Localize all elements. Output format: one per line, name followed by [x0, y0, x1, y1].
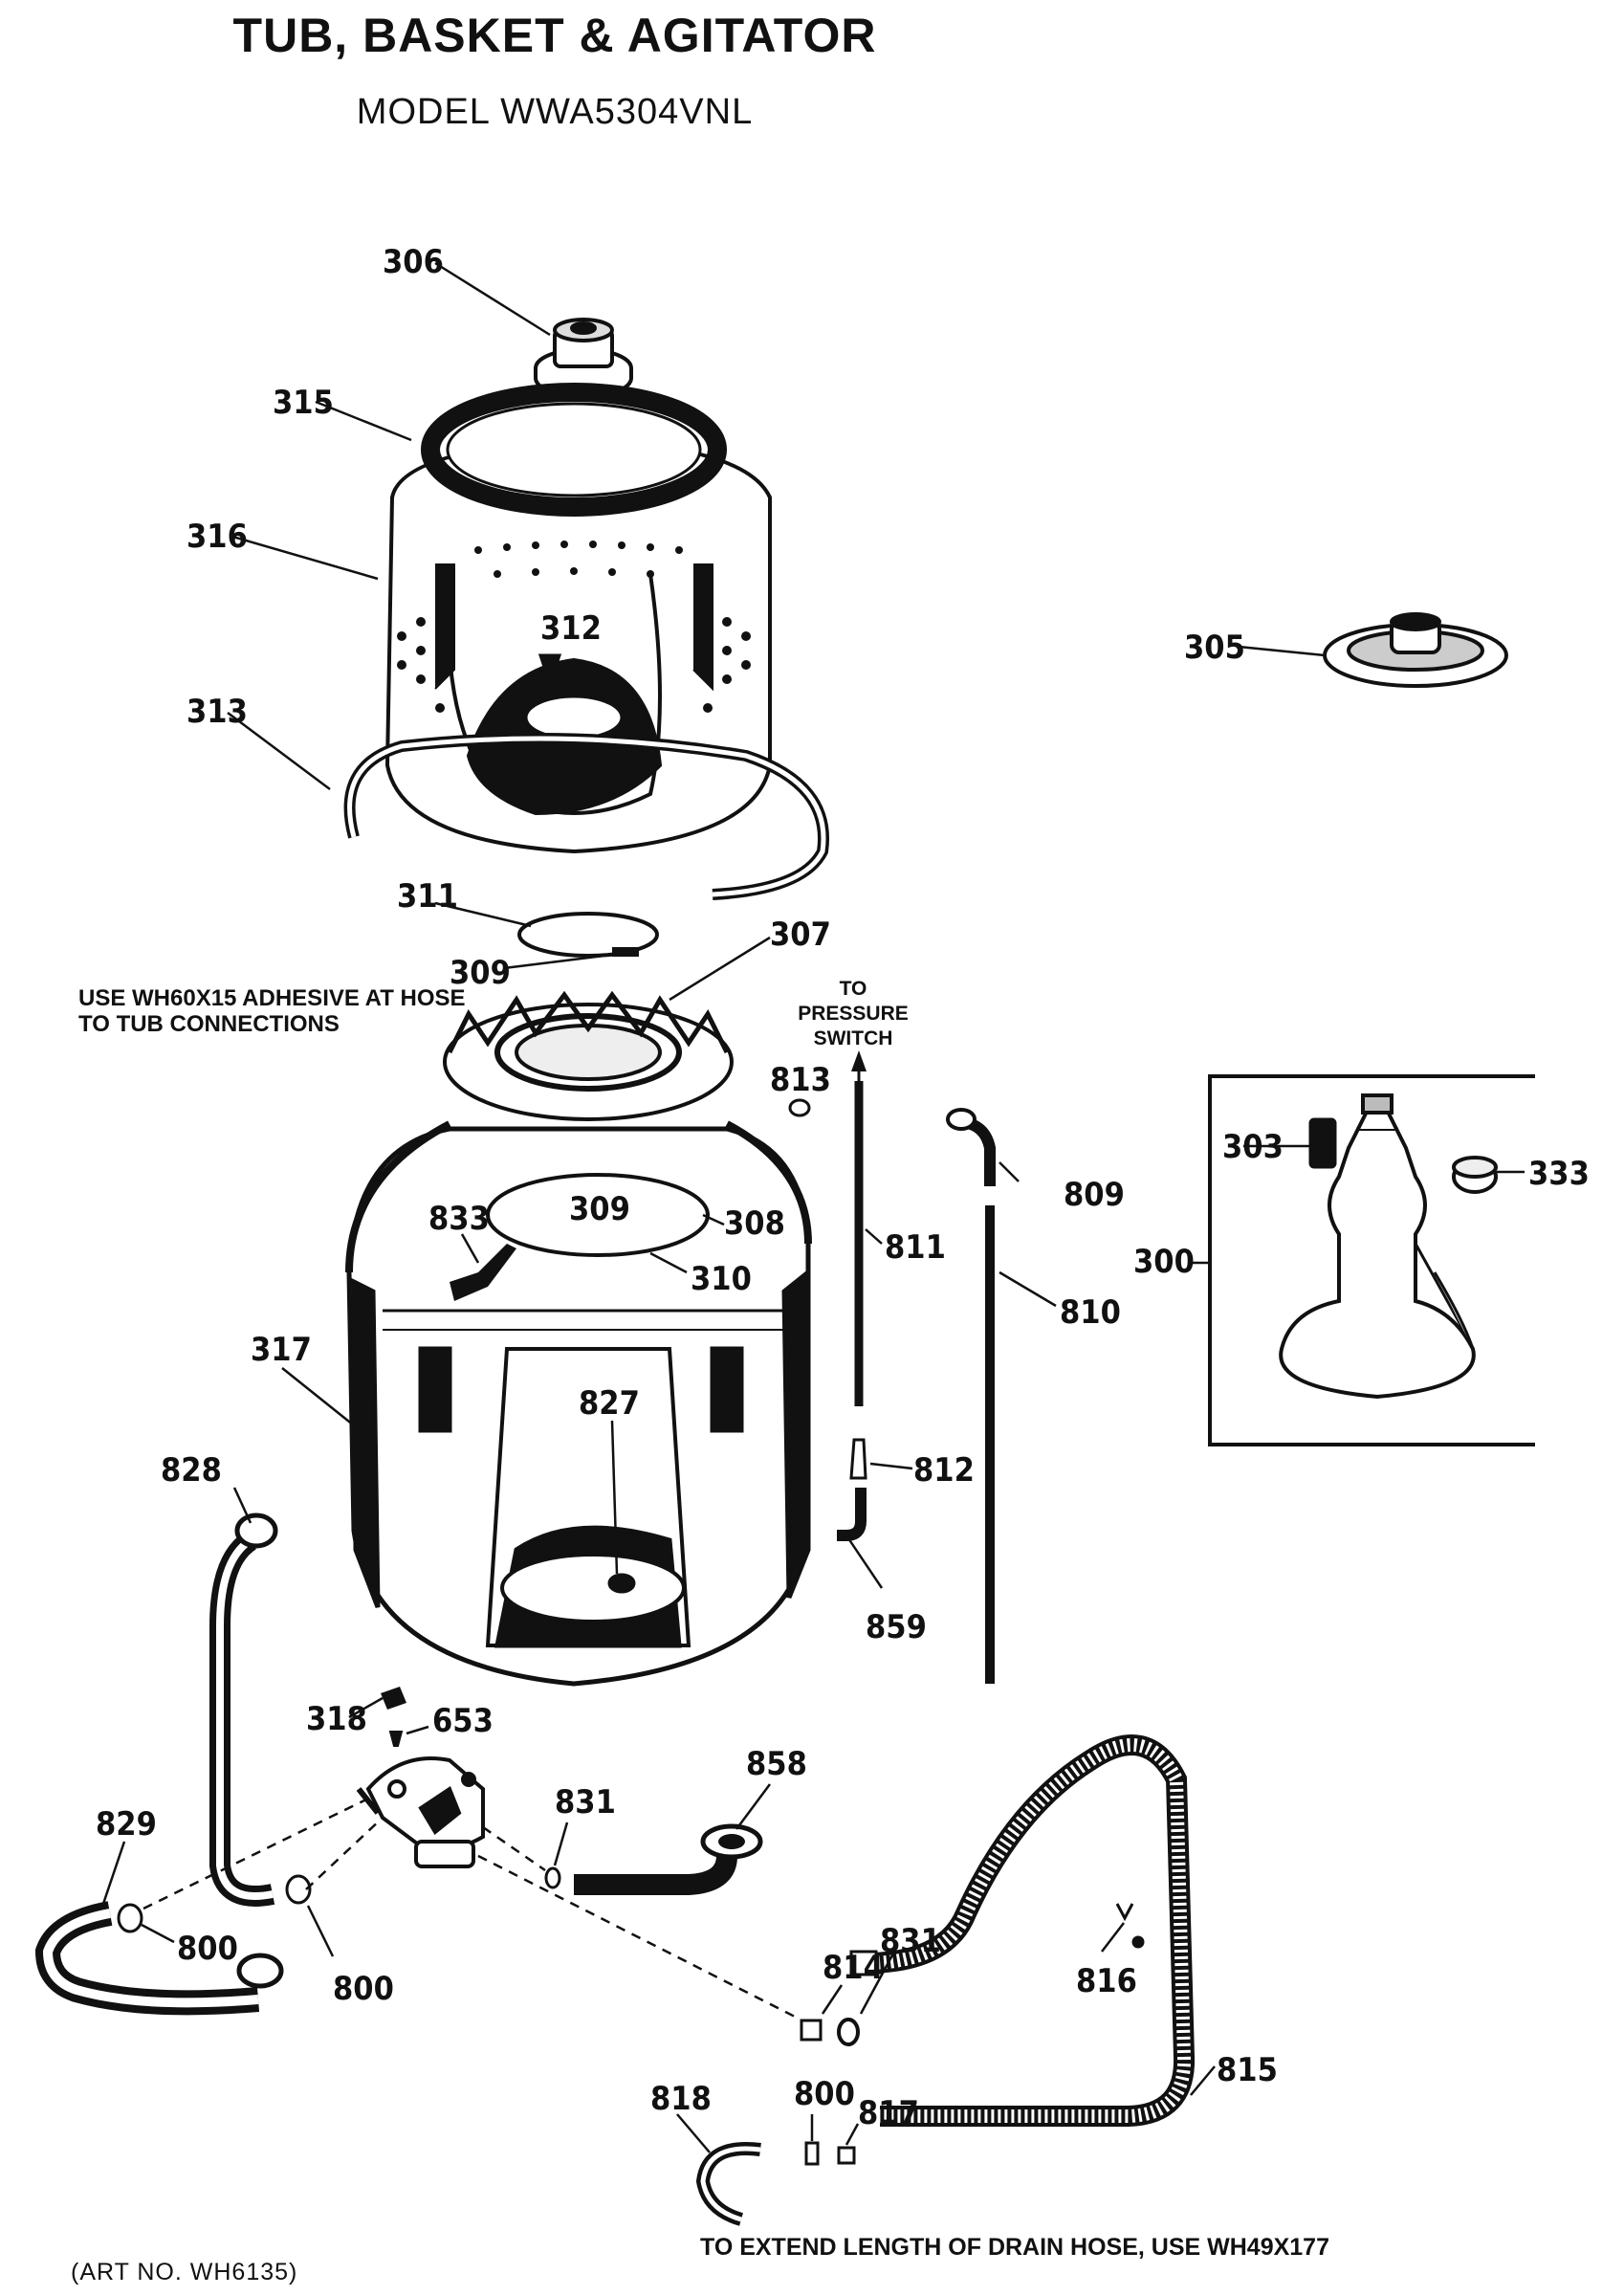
basket-perforations — [397, 541, 751, 713]
callout-828: 828 — [161, 1451, 222, 1490]
callout-318: 318 — [306, 1700, 367, 1738]
assembly-guide-lines — [143, 1797, 800, 2020]
clamp-800b — [285, 1874, 312, 1905]
page-title: TUB, BASKET & AGITATOR — [232, 9, 877, 62]
pressure-note-line1: TO — [840, 978, 867, 1000]
cap-800c — [804, 2141, 820, 2166]
callout-303: 303 — [1222, 1128, 1284, 1166]
callout-817: 817 — [858, 2094, 919, 2132]
model-number: MODEL WWA5304VNL — [356, 92, 754, 132]
agitator — [1279, 1093, 1476, 1400]
callout-300: 300 — [1133, 1243, 1195, 1281]
callout-829: 829 — [96, 1805, 157, 1843]
callout-316: 316 — [187, 518, 248, 556]
callout-833: 833 — [428, 1200, 490, 1238]
callout-858: 858 — [746, 1745, 807, 1783]
callout-800-mid: 800 — [333, 1970, 394, 2008]
callout-811: 811 — [885, 1228, 946, 1267]
callout-653: 653 — [432, 1702, 494, 1740]
callout-816: 816 — [1076, 1962, 1137, 2000]
callout-813: 813 — [770, 1061, 831, 1099]
pressure-note-line2: PRESSURE — [798, 1003, 909, 1025]
clamp-831a — [544, 1866, 561, 1889]
cap-333 — [1452, 1156, 1498, 1194]
callout-307: 307 — [770, 916, 831, 954]
callout-815: 815 — [1217, 2051, 1278, 2089]
plug-813 — [788, 1098, 811, 1117]
screw-653 — [388, 1731, 404, 1747]
clamp-screw-309 — [612, 947, 639, 957]
art-number: (ART NO. WH6135) — [71, 2259, 298, 2285]
drain-pump — [356, 1756, 485, 1868]
softener-dispenser-305 — [1323, 612, 1508, 688]
callout-800-left: 800 — [177, 1930, 238, 1968]
callout-814: 814 — [823, 1949, 884, 1987]
elbow-859 — [837, 1488, 867, 1541]
callout-831-drain: 831 — [880, 1922, 941, 1960]
clip-816 — [1115, 1903, 1145, 1949]
leader-lines — [101, 261, 1525, 2153]
drain-extension-note: TO EXTEND LENGTH OF DRAIN HOSE, USE WH49… — [700, 2234, 1329, 2261]
callout-831-pump: 831 — [555, 1783, 616, 1821]
callout-labels: 306 315 316 312 313 305 311 309 307 813 … — [96, 243, 1590, 2132]
adhesive-note: USE WH60X15 ADHESIVE AT HOSE TO TUB CONN… — [78, 985, 466, 1037]
callout-859: 859 — [866, 1608, 927, 1646]
callout-809: 809 — [1064, 1176, 1125, 1214]
hose-858 — [574, 1846, 737, 1895]
fitting-817 — [837, 2146, 856, 2165]
drain-827 — [610, 1576, 633, 1591]
outer-tub-317 — [345, 1120, 812, 1687]
clamp-800a — [117, 1903, 143, 1933]
seal-307 — [443, 990, 734, 1121]
callout-306: 306 — [383, 243, 444, 281]
callout-309-mid: 309 — [569, 1190, 630, 1228]
drain-hose-815 — [869, 1734, 1196, 2127]
callout-800-drain: 800 — [794, 2075, 855, 2113]
clamp-308 — [486, 1173, 710, 1257]
callout-308: 308 — [724, 1204, 785, 1243]
agitator-box-300 — [1208, 1074, 1535, 1446]
fitting-812 — [849, 1438, 867, 1480]
callout-311: 311 — [397, 877, 458, 916]
pressure-switch-note: TO PRESSURE SWITCH — [798, 978, 909, 1049]
callout-810: 810 — [1060, 1293, 1121, 1332]
callout-312: 312 — [540, 609, 602, 648]
clamp-311 — [517, 912, 659, 958]
callout-333: 333 — [1528, 1155, 1590, 1193]
callout-315: 315 — [273, 384, 334, 422]
bracket-318 — [381, 1687, 406, 1710]
hose-809 — [960, 1116, 996, 1186]
callout-313: 313 — [187, 693, 248, 731]
callout-317: 317 — [251, 1331, 312, 1369]
hose-828 — [209, 1531, 275, 1907]
callout-818: 818 — [650, 2080, 712, 2118]
agitator-dogs-303 — [1308, 1117, 1337, 1169]
clamp-831b — [837, 2018, 860, 2046]
callout-309-top: 309 — [450, 954, 511, 992]
callout-305: 305 — [1184, 629, 1245, 667]
basket-screw-312 — [538, 653, 562, 684]
bracket-833 — [450, 1244, 516, 1301]
callout-310: 310 — [691, 1260, 752, 1298]
pressure-note-line3: SWITCH — [814, 1027, 893, 1049]
callout-812: 812 — [913, 1451, 975, 1490]
fitting-814 — [800, 2019, 823, 2042]
callout-827: 827 — [579, 1384, 640, 1423]
